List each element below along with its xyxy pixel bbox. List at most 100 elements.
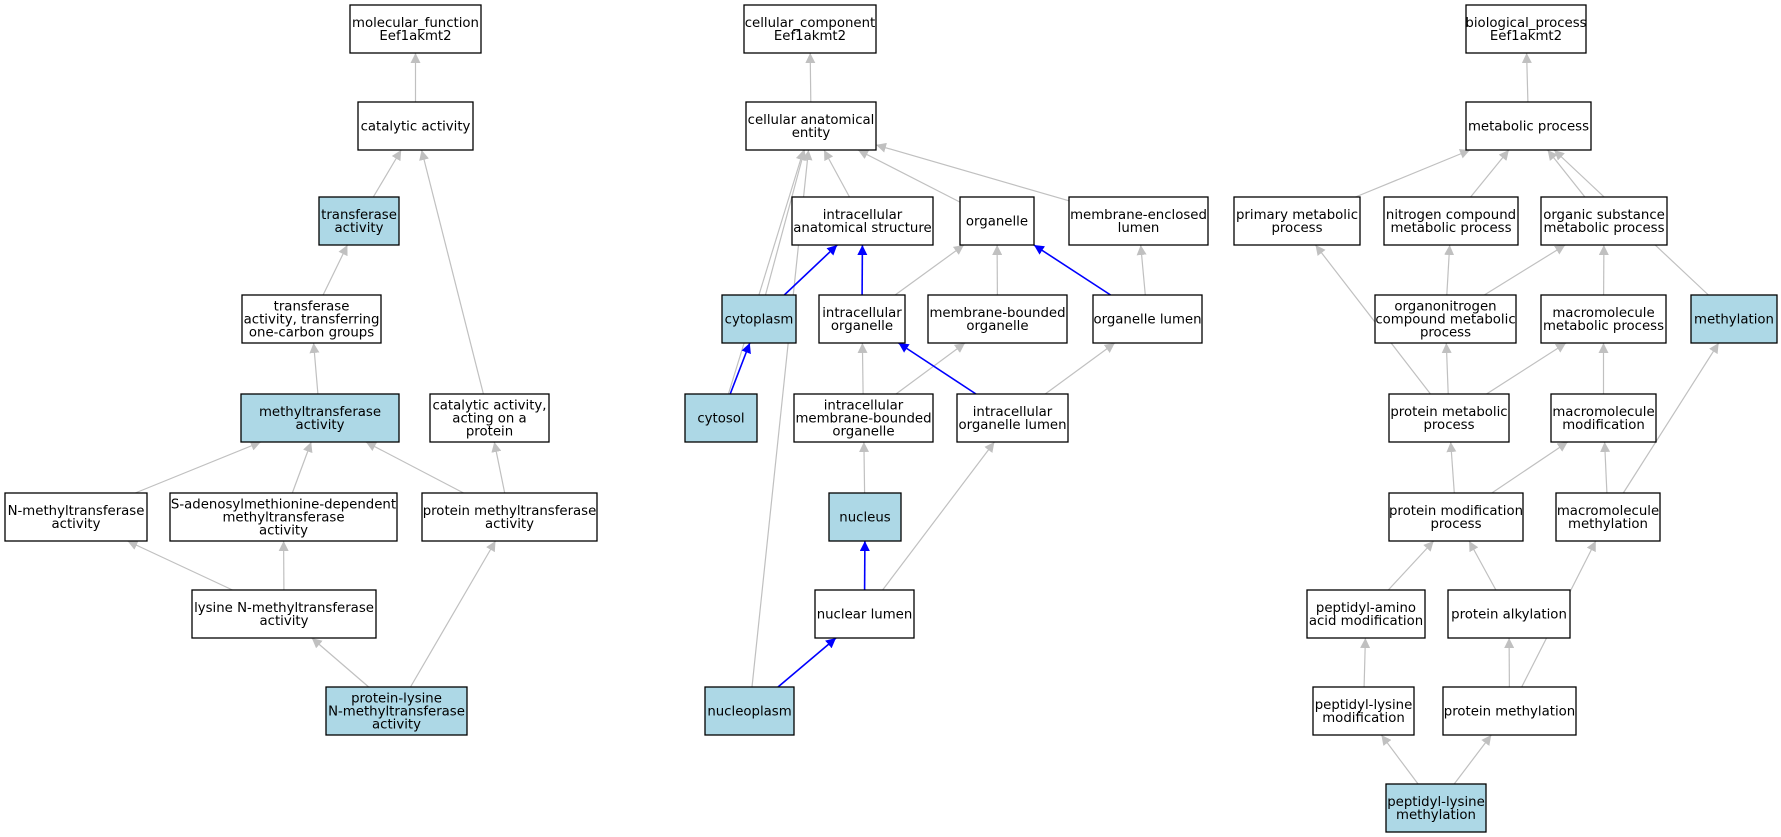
node-label-line: intracellular: [822, 306, 902, 321]
edge-pmp-to-met: [1355, 149, 1471, 198]
edge-org-to-cae: [857, 149, 961, 203]
node-label-line: methylation: [1568, 517, 1648, 532]
node-label-line: organelle: [966, 319, 1028, 334]
node-orgl[interactable]: organelle lumen: [1092, 294, 1203, 344]
node-box: [828, 492, 902, 542]
node-met[interactable]: metabolic process: [1465, 101, 1592, 151]
node-label-line: cellular anatomical: [748, 113, 875, 128]
node-box: [1374, 294, 1517, 344]
node-box: [1540, 294, 1667, 344]
node-box: [1550, 393, 1657, 443]
node-cyto[interactable]: cytoplasm: [721, 294, 797, 344]
node-org[interactable]: organelle: [959, 196, 1035, 246]
node-label-line: activity: [259, 524, 308, 539]
node-box: [1233, 196, 1361, 246]
node-box: [818, 294, 906, 344]
node-plnmt[interactable]: protein-lysineN-methyltransferaseactivit…: [325, 686, 468, 736]
edge-nuc-to-imbo: [859, 441, 870, 494]
edge-trans1c-to-trans: [322, 244, 348, 296]
node-label-line: methyltransferase: [259, 405, 381, 420]
node-nuc[interactable]: nucleus: [828, 492, 902, 542]
node-box: [927, 294, 1068, 344]
node-label-line: intracellular: [823, 208, 903, 223]
node-label-line: anatomical structure: [793, 221, 931, 236]
edge-imbo-to-mbo: [895, 342, 966, 395]
node-pmeth[interactable]: protein methylation: [1442, 686, 1577, 736]
edge-protmp-to-mmp: [1486, 342, 1567, 395]
node-label-line: transferase: [274, 300, 350, 315]
edges-layer: [127, 52, 1720, 785]
node-label-line: modification: [1562, 418, 1645, 433]
node-cytosol[interactable]: cytosol: [684, 393, 758, 443]
node-cat[interactable]: catalytic activity: [357, 101, 474, 151]
node-box: [1447, 589, 1571, 639]
node-box: [4, 492, 148, 542]
edge-nplasm-to-nucl: [777, 637, 837, 688]
node-palk[interactable]: protein alkylation: [1447, 589, 1571, 639]
node-box: [1383, 196, 1519, 246]
node-box: [349, 4, 482, 54]
node-label-line: modification: [1322, 711, 1405, 726]
node-box: [743, 4, 877, 54]
node-label-line: methylation: [1694, 313, 1774, 328]
node-box: [1540, 196, 1668, 246]
node-label-line: metabolic process: [1468, 120, 1589, 135]
node-nucl[interactable]: nuclear lumen: [814, 589, 915, 639]
edge-protmp-to-pmp: [1315, 244, 1431, 395]
node-box: [1092, 294, 1203, 344]
node-box: [1306, 589, 1426, 639]
node-label-line: organelle lumen: [958, 418, 1066, 433]
edge-orgl-to-org: [1033, 244, 1112, 296]
node-sam[interactable]: S-adenosylmethionine-dependentmethyltran…: [169, 492, 398, 542]
node-nplasm[interactable]: nucleoplasm: [704, 686, 795, 736]
edge-cae-to-cc: [805, 52, 816, 103]
node-box: [429, 393, 550, 443]
node-label-line: protein methyltransferase: [423, 504, 597, 519]
edge-oncmp-to-ncmp: [1444, 244, 1455, 296]
node-label-line: membrane-bounded: [795, 412, 931, 427]
node-label-line: organic substance: [1543, 208, 1665, 223]
edge-pmt-to-catprot: [491, 441, 506, 494]
node-label-line: metabolic process: [1390, 221, 1511, 236]
edge-met-to-bp: [1521, 52, 1532, 103]
node-box: [959, 196, 1035, 246]
node-label-line: catalytic activity: [361, 120, 471, 135]
node-label-line: peptidyl-lysine: [1315, 698, 1413, 713]
node-label-line: compound metabolic: [1375, 313, 1515, 328]
node-box: [1442, 686, 1577, 736]
node-label-line: Eef1akmt2: [1490, 29, 1562, 44]
node-methyl[interactable]: methylation: [1690, 294, 1778, 344]
node-label-line: metabolic process: [1543, 221, 1664, 236]
